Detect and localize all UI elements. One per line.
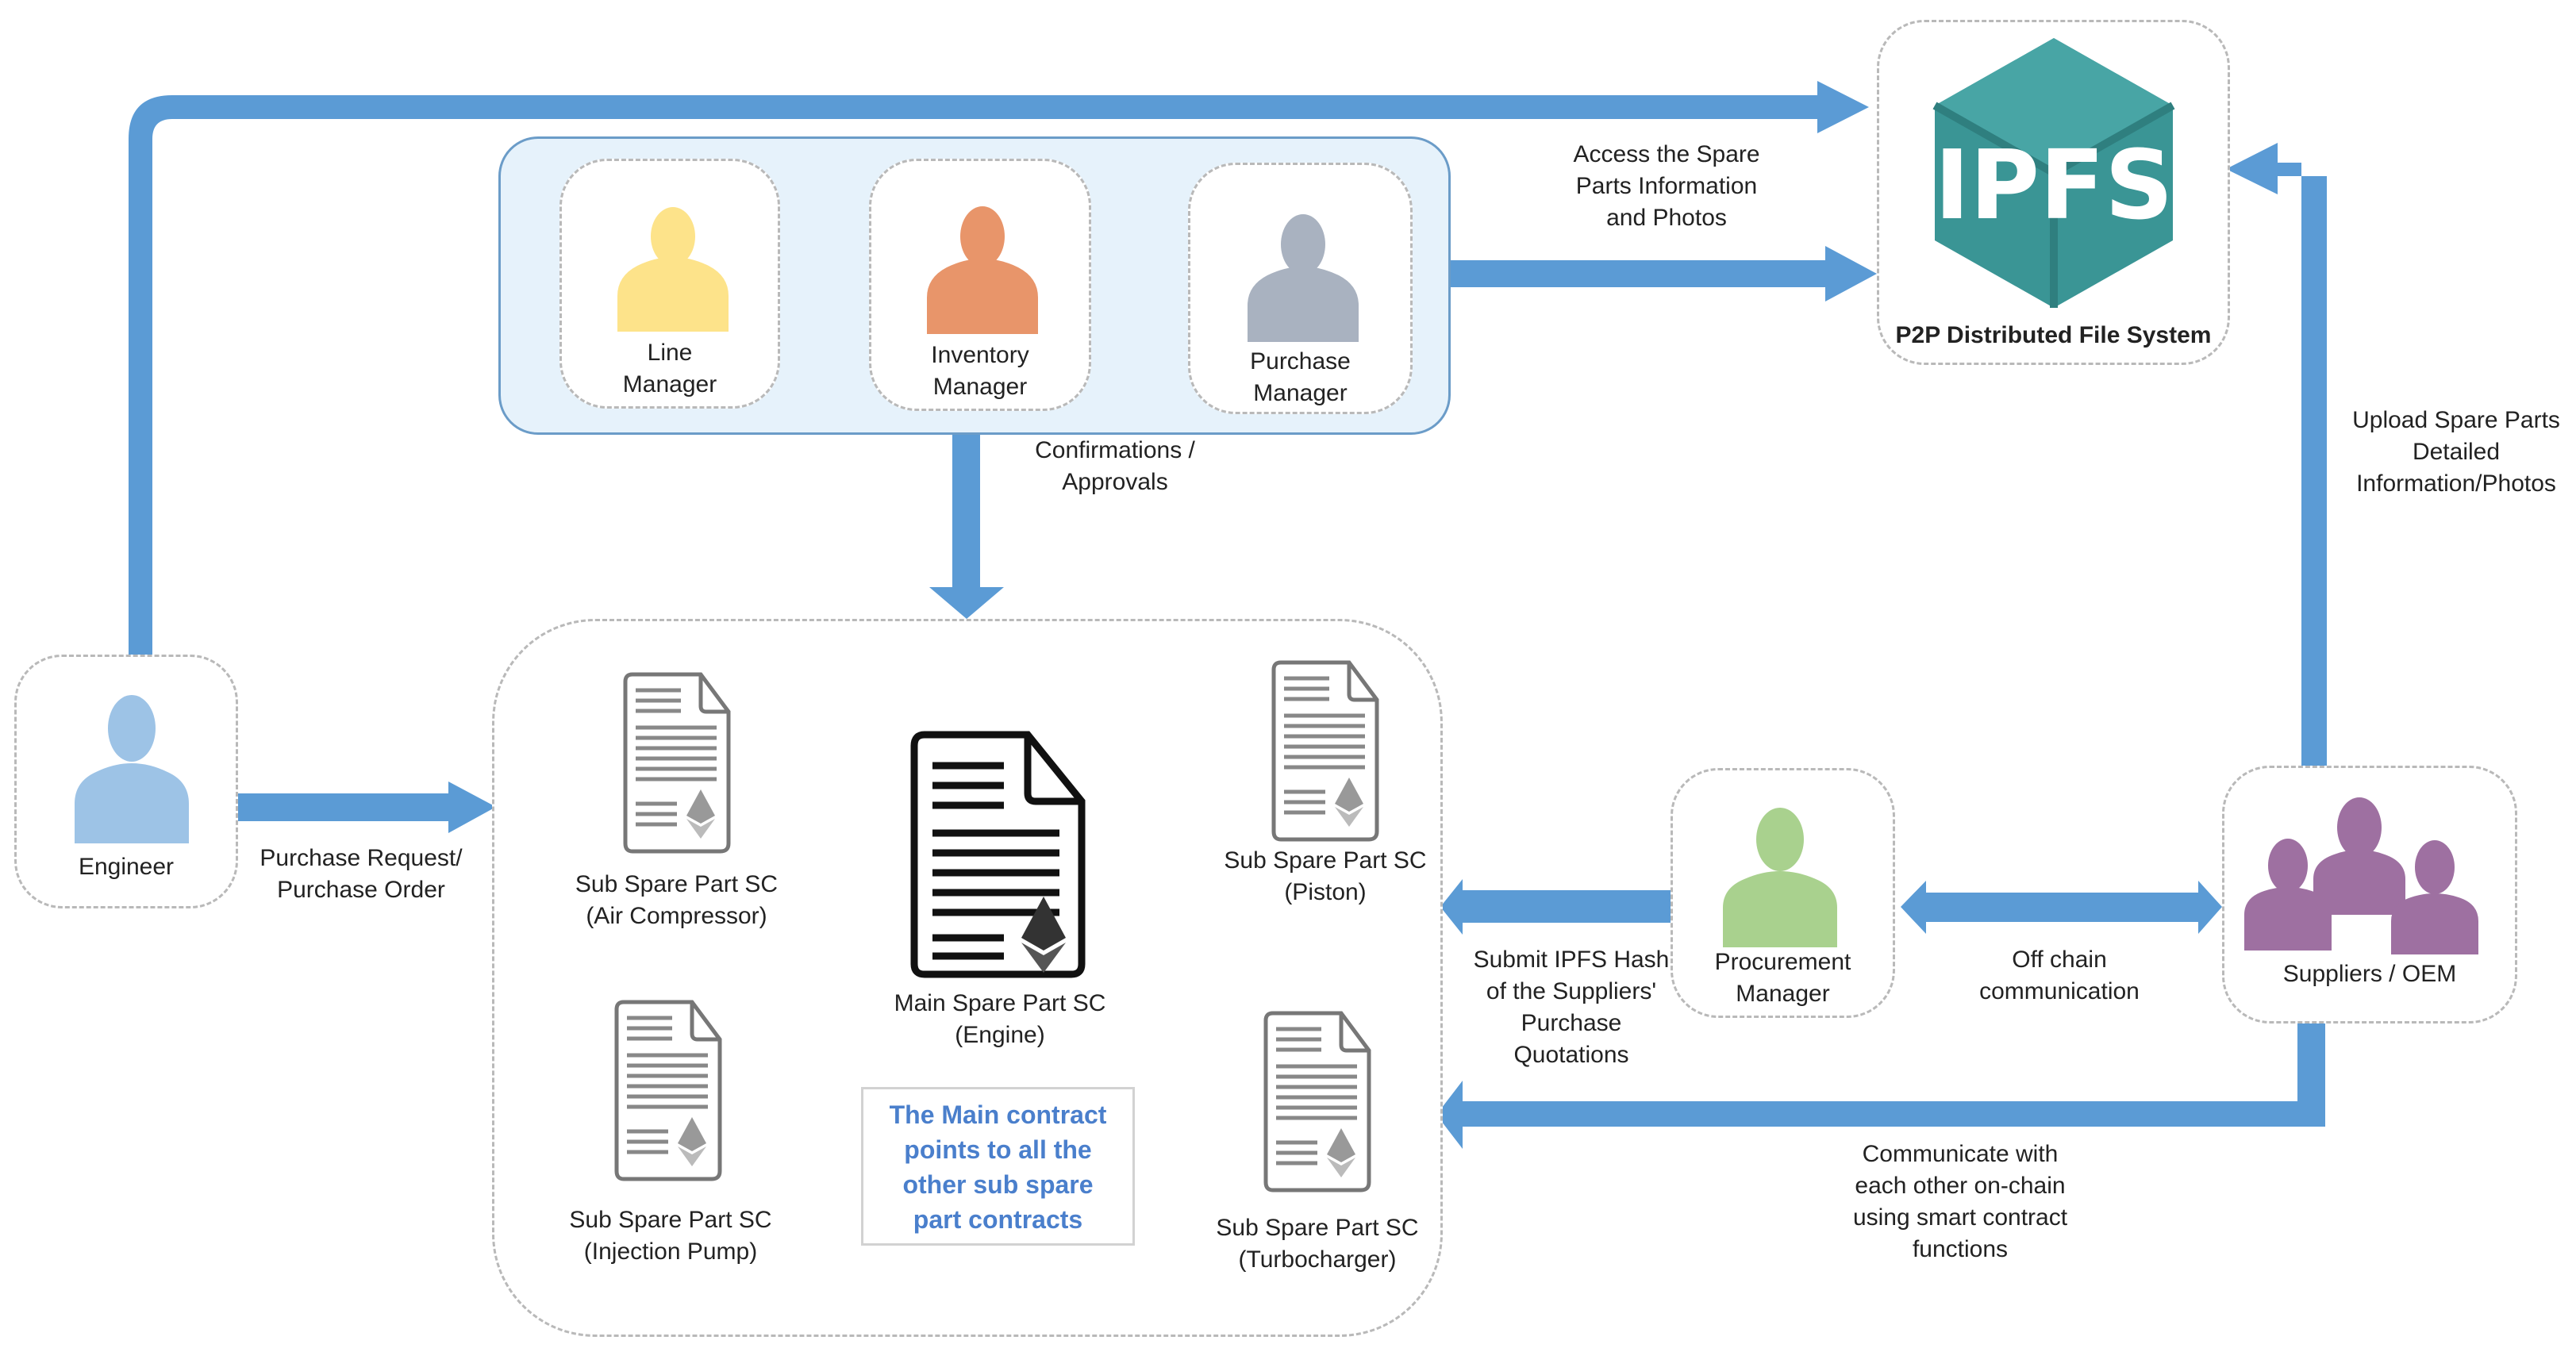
main-contract-doc-icon [910,731,1086,978]
arrow-on-chain [1436,1023,2325,1149]
arrow-purchase-request [238,782,496,833]
engineer-card[interactable]: Engineer [14,655,238,908]
main-contract-label: Main Spare Part SC(Engine) [894,990,1106,1048]
arrow-confirmations-down [929,435,1004,619]
turbocharger-label: Sub Spare Part SC(Turbocharger) [1216,1215,1419,1273]
person-icon [75,695,189,843]
person-icon [617,207,729,332]
confirmations-label: Confirmations /Approvals [1035,437,1195,495]
ipfs-card[interactable]: IPFS P2P Distributed File System [1877,20,2230,365]
person-icon [927,206,1038,334]
arrow-suppliers-to-ipfs [2226,143,2327,766]
group-icon [2244,797,2478,954]
air-compressor-label: Sub Spare Part SC(Air Compressor) [575,871,779,929]
arrow-off-chain [1901,881,2222,934]
turbocharger-doc-icon [1263,1011,1371,1192]
ipfs-caption: P2P Distributed File System [1895,322,2212,348]
engineer-label: Engineer [78,854,175,880]
injection-pump-label: Sub Spare Part SC(Injection Pump) [569,1207,772,1265]
suppliers-label: Suppliers / OEM [2282,961,2457,987]
purchase-request-label: Purchase Request/Purchase Order [260,845,463,903]
piston-label: Sub Spare Part SC(Piston) [1224,847,1427,905]
piston-doc-icon [1271,660,1379,842]
ipfs-logo-icon: IPFS [1932,38,2175,308]
arrow-submit-hash [1440,879,1671,935]
person-icon [1723,808,1837,947]
air-compressor-doc-icon [623,672,731,854]
ipfs-logo-text: IPFS [1935,131,2174,241]
person-icon [1248,214,1359,342]
arrow-managers-to-ipfs [1451,246,1877,301]
suppliers-card[interactable]: Suppliers / OEM [2222,766,2517,1023]
injection-pump-doc-icon [614,1000,722,1181]
